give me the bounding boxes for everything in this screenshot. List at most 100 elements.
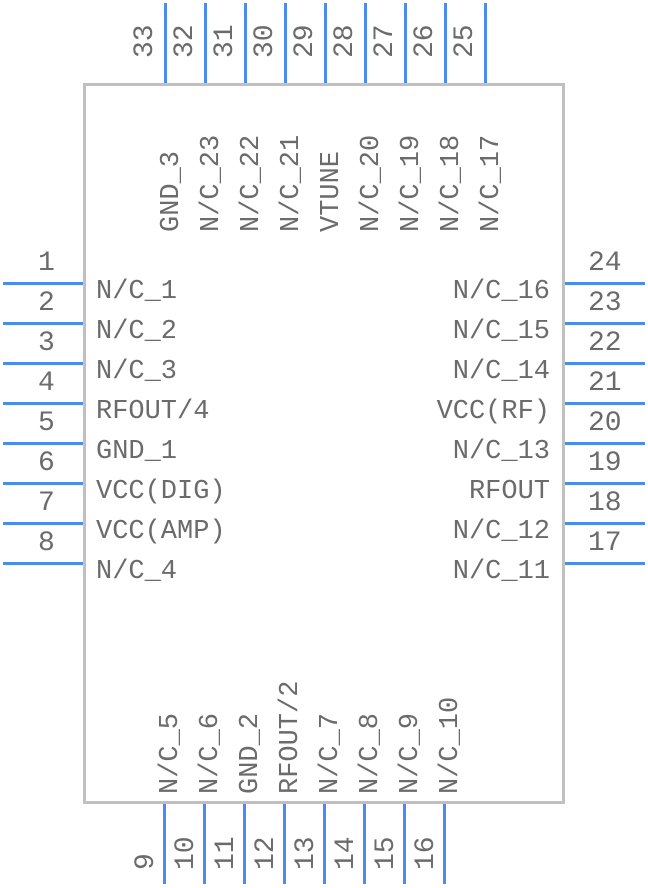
pin-line-bottom [203,804,206,884]
pin-name: N/C_15 [452,317,550,347]
pin-line-left [3,482,83,485]
pin-name: N/C_22 [237,134,267,232]
pin-line-bottom [363,804,366,884]
pin-name: GND_3 [157,150,187,232]
pin-number: 12 [251,836,282,870]
pin-number: 26 [410,24,441,58]
pin-name: N/C_16 [452,277,550,307]
pin-number: 27 [370,24,401,58]
pin-number: 1 [38,248,55,279]
pin-name: N/C_13 [452,437,550,467]
component-body [83,83,565,804]
pin-number: 24 [588,248,622,279]
pin-number: 17 [588,528,622,559]
pin-name: VTUNE [317,150,347,232]
pin-line-right [565,362,645,365]
pin-line-right [565,322,645,325]
pin-line-bottom [403,804,406,884]
pin-name: N/C_2 [96,317,178,347]
pin-number: 3 [38,328,55,359]
pin-number: 29 [290,24,321,58]
pin-number: 6 [38,448,55,479]
pin-number: 2 [38,288,55,319]
pin-number: 19 [588,448,622,479]
pin-number: 11 [211,836,242,870]
pin-line-top [324,3,327,83]
pin-name: N/C_1 [96,277,178,307]
pin-line-top [204,3,207,83]
pin-line-right [565,402,645,405]
pin-number: 5 [38,408,55,439]
pin-number: 4 [38,368,55,399]
pin-line-left [3,562,83,565]
pin-line-top [284,3,287,83]
pin-name: VCC(RF) [436,397,550,427]
pin-name: N/C_12 [452,517,550,547]
pin-name: N/C_18 [437,134,467,232]
pin-number: 16 [411,836,442,870]
pin-number: 7 [38,488,55,519]
pin-name: N/C_20 [357,134,387,232]
pin-number: 18 [588,488,622,519]
pin-number: 32 [170,24,201,58]
pin-name: VCC(DIG) [96,477,226,507]
pin-name: VCC(AMP) [96,517,226,547]
pin-number: 25 [450,24,481,58]
pin-line-right [565,562,645,565]
pin-number: 33 [130,24,161,58]
pin-name: N/C_3 [96,357,178,387]
pin-name: RFOUT [468,477,550,507]
pin-line-top [244,3,247,83]
pin-line-left [3,442,83,445]
pin-line-top [364,3,367,83]
pin-name: N/C_21 [277,134,307,232]
pin-number: 31 [210,24,241,58]
pin-line-bottom [243,804,246,884]
pin-name: N/C_10 [436,696,466,794]
pin-number: 20 [588,408,622,439]
pin-name: N/C_19 [397,134,427,232]
pin-line-left [3,522,83,525]
pin-number: 9 [131,853,162,870]
pin-name: N/C_4 [96,557,178,587]
pin-line-left [3,322,83,325]
pin-name: N/C_17 [477,134,507,232]
pin-line-left [3,402,83,405]
pin-number: 22 [588,328,622,359]
pin-number: 14 [331,836,362,870]
pin-name: GND_1 [96,437,178,467]
pin-line-bottom [283,804,286,884]
pin-name: N/C_6 [196,712,226,794]
pin-number: 8 [38,528,55,559]
pin-name: N/C_8 [356,712,386,794]
pin-line-top [484,3,487,83]
pin-number: 21 [588,368,622,399]
pin-line-right [565,282,645,285]
pin-number: 13 [291,836,322,870]
pin-name: N/C_9 [396,712,426,794]
pin-name: RFOUT/2 [276,680,306,794]
pin-line-left [3,282,83,285]
pin-line-left [3,362,83,365]
pin-line-bottom [323,804,326,884]
pin-line-bottom [443,804,446,884]
pin-number: 23 [588,288,622,319]
pin-line-top [164,3,167,83]
pin-name: N/C_7 [316,712,346,794]
pin-line-top [404,3,407,83]
pin-line-right [565,482,645,485]
pin-line-bottom [163,804,166,884]
pin-name: N/C_5 [156,712,186,794]
pin-number: 10 [171,836,202,870]
pin-line-top [444,3,447,83]
pin-line-right [565,442,645,445]
pin-number: 30 [250,24,281,58]
pin-name: N/C_11 [452,557,550,587]
pin-name: RFOUT/4 [96,397,210,427]
pin-number: 28 [330,24,361,58]
pin-name: GND_2 [236,712,266,794]
pin-number: 15 [371,836,402,870]
pin-name: N/C_23 [197,134,227,232]
pin-line-right [565,522,645,525]
pin-name: N/C_14 [452,357,550,387]
